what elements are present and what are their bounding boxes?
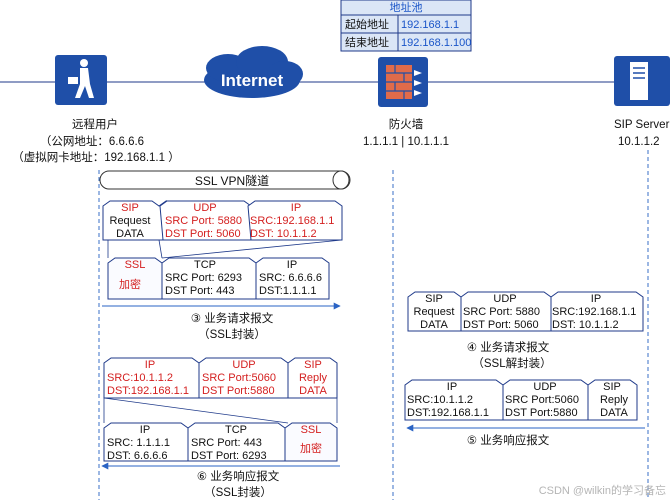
- f6-caption-sub: （SSL封装）: [204, 485, 272, 499]
- f5-udp-l1: SRC Port:5060: [505, 394, 579, 406]
- f3-ip-title: IP: [291, 202, 301, 214]
- remote-user-virtual-ip: （虚拟网卡地址：192.168.1.1 ）: [12, 150, 179, 164]
- f6-tcp-l2: DST Port: 6293: [191, 450, 267, 462]
- f6-udp-l1: SRC Port:5060: [202, 372, 276, 384]
- f3-outer-ip-l1: SRC: 6.6.6.6: [259, 272, 322, 284]
- f6-ssl-title: SSL: [301, 424, 322, 436]
- f6-outer-ip-title: IP: [140, 424, 150, 436]
- f6-ip-l1: SRC:10.1.1.2: [107, 372, 173, 384]
- f4-udp-title: UDP: [493, 293, 516, 305]
- f6-outer-ip-l1: SRC: 1.1.1.1: [107, 437, 170, 449]
- f4-caption-sub: （SSL解封装）: [472, 356, 551, 370]
- f5-sip-l2: DATA: [600, 407, 628, 419]
- f3-sip-l1: Request: [110, 215, 151, 227]
- flow-6-inner-packet: IP SRC:10.1.1.2 DST:192.168.1.1 UDP SRC …: [103, 357, 338, 399]
- f3-ssl-title: SSL: [125, 259, 146, 271]
- f4-ip-l2: DST: 10.1.1.2: [552, 319, 619, 331]
- sip-server-ip: 10.1.1.2: [618, 136, 660, 148]
- remote-user-node: 远程用户 （公网地址：6.6.6.6 （虚拟网卡地址：192.168.1.1 ）: [12, 55, 180, 164]
- f5-udp-l2: DST Port:5880: [505, 407, 578, 419]
- f6-sip-l2: DATA: [299, 385, 327, 397]
- address-pool-table: 地址池 起始地址 192.168.1.1 结束地址 192.168.1.100: [340, 0, 472, 52]
- f3-caption-sub: （SSL封装）: [198, 327, 266, 341]
- f3-sip-title: SIP: [121, 202, 139, 214]
- flow-6-outer-packet: IP SRC: 1.1.1.1 DST: 6.6.6.6 TCP SRC Por…: [103, 422, 338, 462]
- f6-sip-title: SIP: [304, 359, 322, 371]
- f3-encap-lines: [107, 239, 343, 259]
- internet-label: Internet: [221, 71, 284, 90]
- pool-title: 地址池: [390, 0, 423, 14]
- f3-tcp-title: TCP: [194, 259, 216, 271]
- f3-udp-title: UDP: [193, 202, 216, 214]
- flow-4-packet: SIP Request DATA UDP SRC Port: 5880 DST …: [407, 291, 644, 332]
- f5-ip-l1: SRC:10.1.1.2: [407, 394, 473, 406]
- f6-encap-lines: [103, 397, 338, 424]
- f6-ip-l2: DST:192.168.1.1: [107, 385, 189, 397]
- pool-start-key: 起始地址: [345, 17, 389, 31]
- internet-cloud: Internet: [204, 46, 303, 98]
- f5-caption: ⑤ 业务响应报文: [467, 433, 550, 447]
- f6-ssl-encrypt: 加密: [300, 441, 322, 455]
- tunnel-label: SSL VPN隧道: [195, 173, 269, 188]
- f3-udp-l1: SRC Port: 5880: [165, 215, 242, 227]
- f3-udp-l2: DST Port: 5060: [165, 228, 241, 240]
- firewall-ip: 1.1.1.1 | 10.1.1.1: [363, 136, 449, 148]
- f6-tcp-title: TCP: [225, 424, 247, 436]
- flow-3-outer-packet: SSL 加密 TCP SRC Port: 6293 DST Port: 443 …: [107, 257, 330, 300]
- f4-ip-title: IP: [591, 293, 601, 305]
- pool-end-value: 192.168.1.100: [401, 37, 471, 49]
- f6-outer-ip-l2: DST: 6.6.6.6: [107, 450, 168, 462]
- f3-caption-title: ③ 业务请求报文: [191, 311, 274, 325]
- f6-caption-title: ⑥ 业务响应报文: [197, 469, 280, 483]
- f5-sip-title: SIP: [603, 381, 621, 393]
- pool-start-value: 192.168.1.1: [401, 19, 459, 31]
- f3-ip-l1: SRC:192.168.1.1: [250, 215, 334, 227]
- f3-ip-l2: DST: 10.1.1.2: [250, 228, 317, 240]
- remote-user-public-ip: （公网地址：6.6.6.6: [40, 134, 144, 148]
- remote-user-name: 远程用户: [72, 117, 118, 131]
- f4-sip-l2: DATA: [420, 319, 448, 331]
- f5-ip-l2: DST:192.168.1.1: [407, 407, 489, 419]
- sip-server-node: SIP Server 10.1.1.2: [614, 56, 670, 148]
- f5-sip-l1: Reply: [600, 394, 629, 406]
- ssl-vpn-tunnel: SSL VPN隧道: [99, 170, 351, 190]
- f4-caption-title: ④ 业务请求报文: [467, 340, 550, 354]
- f4-sip-l1: Request: [414, 306, 455, 318]
- sip-server-name: SIP Server: [614, 119, 670, 131]
- f3-tcp-l2: DST Port: 443: [165, 285, 235, 297]
- watermark: CSDN @wilkin的学习备忘: [539, 483, 666, 497]
- firewall-node: 防火墙 1.1.1.1 | 10.1.1.1: [363, 57, 449, 148]
- f6-tcp-l1: SRC Port: 443: [191, 437, 262, 449]
- f3-ssl-encrypt: 加密: [119, 277, 141, 291]
- f6-udp-l2: DST Port:5880: [202, 385, 275, 397]
- flow-5-packet: IP SRC:10.1.1.2 DST:192.168.1.1 UDP SRC …: [404, 379, 638, 421]
- f4-sip-title: SIP: [425, 293, 443, 305]
- pool-end-key: 结束地址: [345, 35, 389, 49]
- f5-udp-title: UDP: [533, 381, 556, 393]
- f3-sip-l2: DATA: [116, 228, 144, 240]
- f6-udp-title: UDP: [232, 359, 255, 371]
- f3-outer-ip-l2: DST:1.1.1.1: [259, 285, 316, 297]
- f5-ip-title: IP: [447, 381, 457, 393]
- firewall-name: 防火墙: [389, 117, 424, 131]
- f3-tcp-l1: SRC Port: 6293: [165, 272, 242, 284]
- f6-ip-title: IP: [145, 359, 155, 371]
- flow-3-inner-packet: SIP Request DATA UDP SRC Port: 5880 DST …: [102, 199, 343, 241]
- f4-ip-l1: SRC:192.168.1.1: [552, 306, 636, 318]
- f3-outer-ip-title: IP: [287, 259, 297, 271]
- f4-udp-l1: SRC Port: 5880: [463, 306, 540, 318]
- f6-sip-l1: Reply: [299, 372, 328, 384]
- f4-udp-l2: DST Port: 5060: [463, 319, 539, 331]
